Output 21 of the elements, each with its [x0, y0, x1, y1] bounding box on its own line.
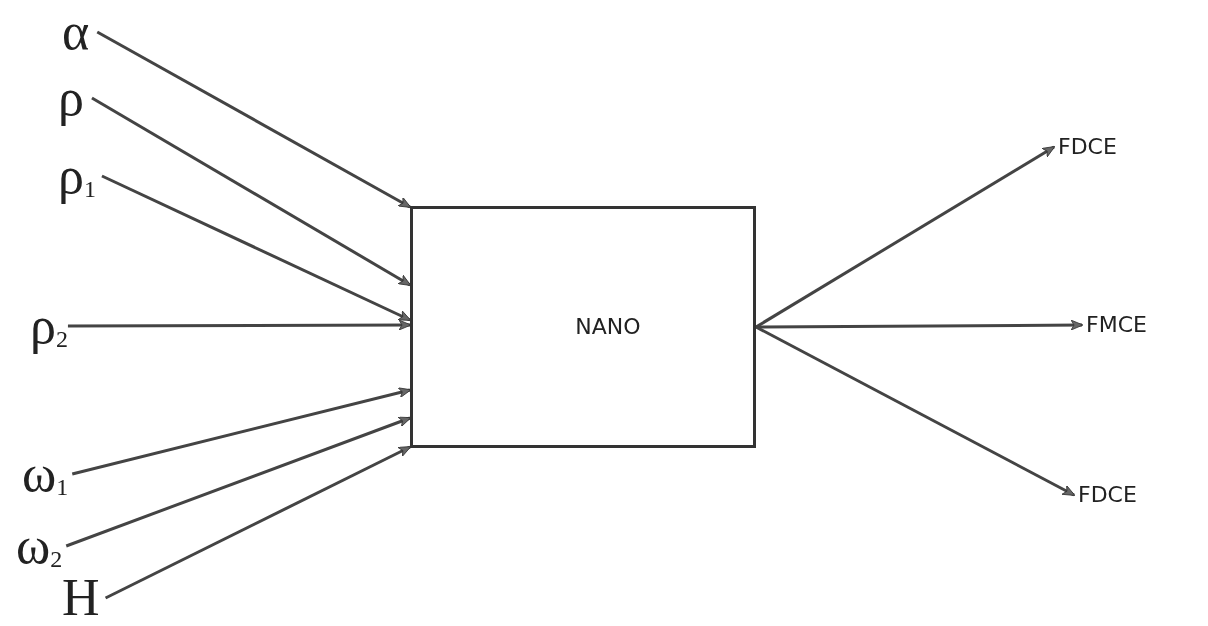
arrow	[756, 319, 1084, 331]
input-symbol: ω$_{1}$	[22, 448, 69, 500]
arrow	[67, 319, 412, 331]
output-label: FDCE	[1078, 484, 1137, 506]
input-symbol: α	[62, 6, 90, 58]
input-symbol: ω$_{2}$	[16, 520, 63, 572]
arrow	[71, 387, 412, 476]
arrow	[755, 325, 1076, 497]
output-label: FMCE	[1086, 314, 1147, 336]
arrow	[91, 96, 412, 287]
process-box	[410, 206, 756, 448]
input-symbol: ρ$_{2}$	[30, 300, 68, 352]
input-symbol: ρ	[58, 72, 84, 124]
input-symbol: ρ$_{1}$	[58, 150, 96, 202]
arrow	[65, 416, 412, 548]
arrow	[101, 174, 412, 322]
arrow	[104, 445, 412, 600]
arrow	[96, 30, 412, 209]
output-label: FDCE	[1058, 136, 1117, 158]
input-symbol: H	[62, 572, 100, 624]
box-label: NANO	[574, 316, 641, 338]
